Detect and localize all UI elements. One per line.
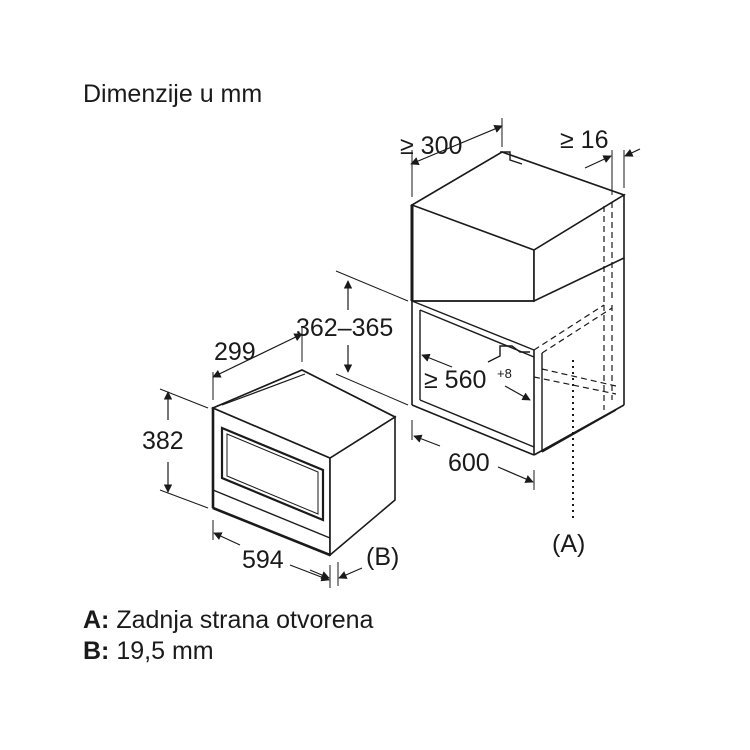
legend-item-a: A: Zadnja strana otvorena xyxy=(83,606,373,635)
niche-width-tolerance: +8 xyxy=(497,366,512,381)
oven-height-label: 382 xyxy=(142,427,184,455)
legend-text-b: 19,5 mm xyxy=(116,637,214,665)
diagram-title: Dimenzije u mm xyxy=(83,80,263,108)
cab-width-label: 600 xyxy=(448,449,490,477)
niche-height-label: 362–365 xyxy=(296,314,393,342)
oven-depth-label: 299 xyxy=(214,338,256,366)
legend-key-a: A: xyxy=(83,606,110,634)
marker-a-label: (A) xyxy=(552,530,585,558)
niche-frame xyxy=(411,202,625,520)
oven xyxy=(210,369,397,557)
legend-item-b: B: 19,5 mm xyxy=(83,637,214,666)
oven-width-label: 594 xyxy=(242,546,284,574)
cab-depth-label: ≥ 300 xyxy=(400,132,462,160)
upper-cabinet xyxy=(410,151,626,303)
niche-width-label: ≥ 560 xyxy=(424,366,486,394)
side-gap-label: ≥ 16 xyxy=(560,126,608,154)
dimension-lines xyxy=(159,118,641,588)
legend-text-a: Zadnja strana otvorena xyxy=(116,606,374,634)
marker-b-label: (B) xyxy=(366,543,399,571)
legend-key-b: B: xyxy=(83,637,110,665)
